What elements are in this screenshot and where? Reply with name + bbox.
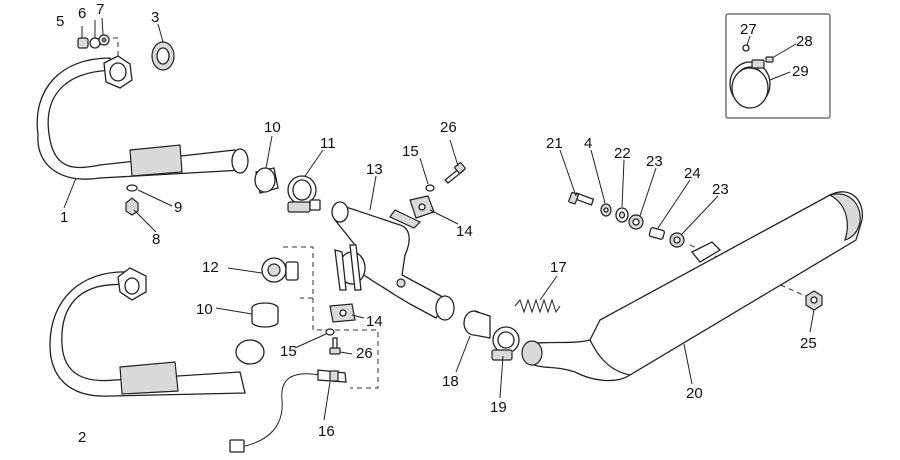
callout-24: 24 xyxy=(684,165,701,182)
callout-21: 21 xyxy=(546,135,563,152)
bushing-23-b xyxy=(669,232,685,248)
callout-19: 19 xyxy=(490,399,507,416)
sleeve-18 xyxy=(463,310,491,339)
callout-16: 16 xyxy=(318,423,335,440)
leader-lines xyxy=(63,17,815,421)
bolt-26-upper xyxy=(444,162,466,184)
bolt-26-lower xyxy=(329,337,341,355)
callout-9: 9 xyxy=(174,199,182,216)
callout-labels: 1 2 3 4 5 6 7 8 9 10 10 11 12 13 14 14 1… xyxy=(56,1,817,446)
nut-and-washer-8-9 xyxy=(125,184,139,216)
callout-17: 17 xyxy=(550,259,567,276)
callout-1: 1 xyxy=(60,209,68,226)
callout-5: 5 xyxy=(56,13,64,30)
spring-17 xyxy=(514,298,561,314)
washer-15-lower xyxy=(325,328,335,336)
callout-20: 20 xyxy=(686,385,703,402)
detail-inset xyxy=(725,13,831,119)
assembly-lines xyxy=(104,37,811,389)
bushing-23-a xyxy=(628,214,644,230)
bracket-14-lower xyxy=(329,303,356,323)
nut-25 xyxy=(805,290,823,311)
callout-8: 8 xyxy=(152,231,160,248)
callout-6: 6 xyxy=(78,5,86,22)
callout-12: 12 xyxy=(202,259,219,276)
washer-15-upper xyxy=(425,184,435,192)
sleeve-lower xyxy=(251,302,279,328)
callout-7: 7 xyxy=(96,1,104,18)
callout-23-a: 23 xyxy=(646,153,663,170)
callout-15-lower: 15 xyxy=(280,343,297,360)
callout-10-upper: 10 xyxy=(264,119,281,136)
callout-15-upper: 15 xyxy=(402,143,419,160)
callout-11: 11 xyxy=(320,135,336,152)
oxygen-sensor-cable xyxy=(229,369,347,453)
callout-27: 27 xyxy=(740,21,757,38)
nut-washer-set xyxy=(77,34,110,49)
header-pipe-lower xyxy=(49,267,265,397)
header-pipe-upper xyxy=(36,55,249,180)
clamp-11 xyxy=(287,175,321,213)
callout-10-lower: 10 xyxy=(196,301,213,318)
bolt-21 xyxy=(568,191,595,206)
callout-25: 25 xyxy=(800,335,817,352)
y-pipe-crossover xyxy=(331,201,455,321)
callout-14-upper: 14 xyxy=(456,223,473,240)
sleeve-upper xyxy=(254,167,279,194)
callout-3: 3 xyxy=(151,9,159,26)
callout-2: 2 xyxy=(78,429,86,446)
callout-28: 28 xyxy=(796,33,813,50)
callout-14-lower: 14 xyxy=(366,313,383,330)
callout-26-lower: 26 xyxy=(356,345,373,362)
callout-13: 13 xyxy=(366,161,383,178)
callout-4: 4 xyxy=(584,135,592,152)
muffler-20 xyxy=(521,191,863,382)
callout-22: 22 xyxy=(614,145,631,162)
bracket-14-upper xyxy=(409,195,435,219)
clamp-12 xyxy=(261,257,299,283)
washer-22 xyxy=(615,207,629,223)
gasket-ring xyxy=(151,41,175,71)
clamp-19 xyxy=(491,326,520,361)
callout-29: 29 xyxy=(792,63,809,80)
spacer-24 xyxy=(648,227,665,240)
washer-4 xyxy=(600,203,612,217)
callout-26-upper: 26 xyxy=(440,119,457,136)
callout-23-b: 23 xyxy=(712,181,729,198)
callout-18: 18 xyxy=(442,373,459,390)
